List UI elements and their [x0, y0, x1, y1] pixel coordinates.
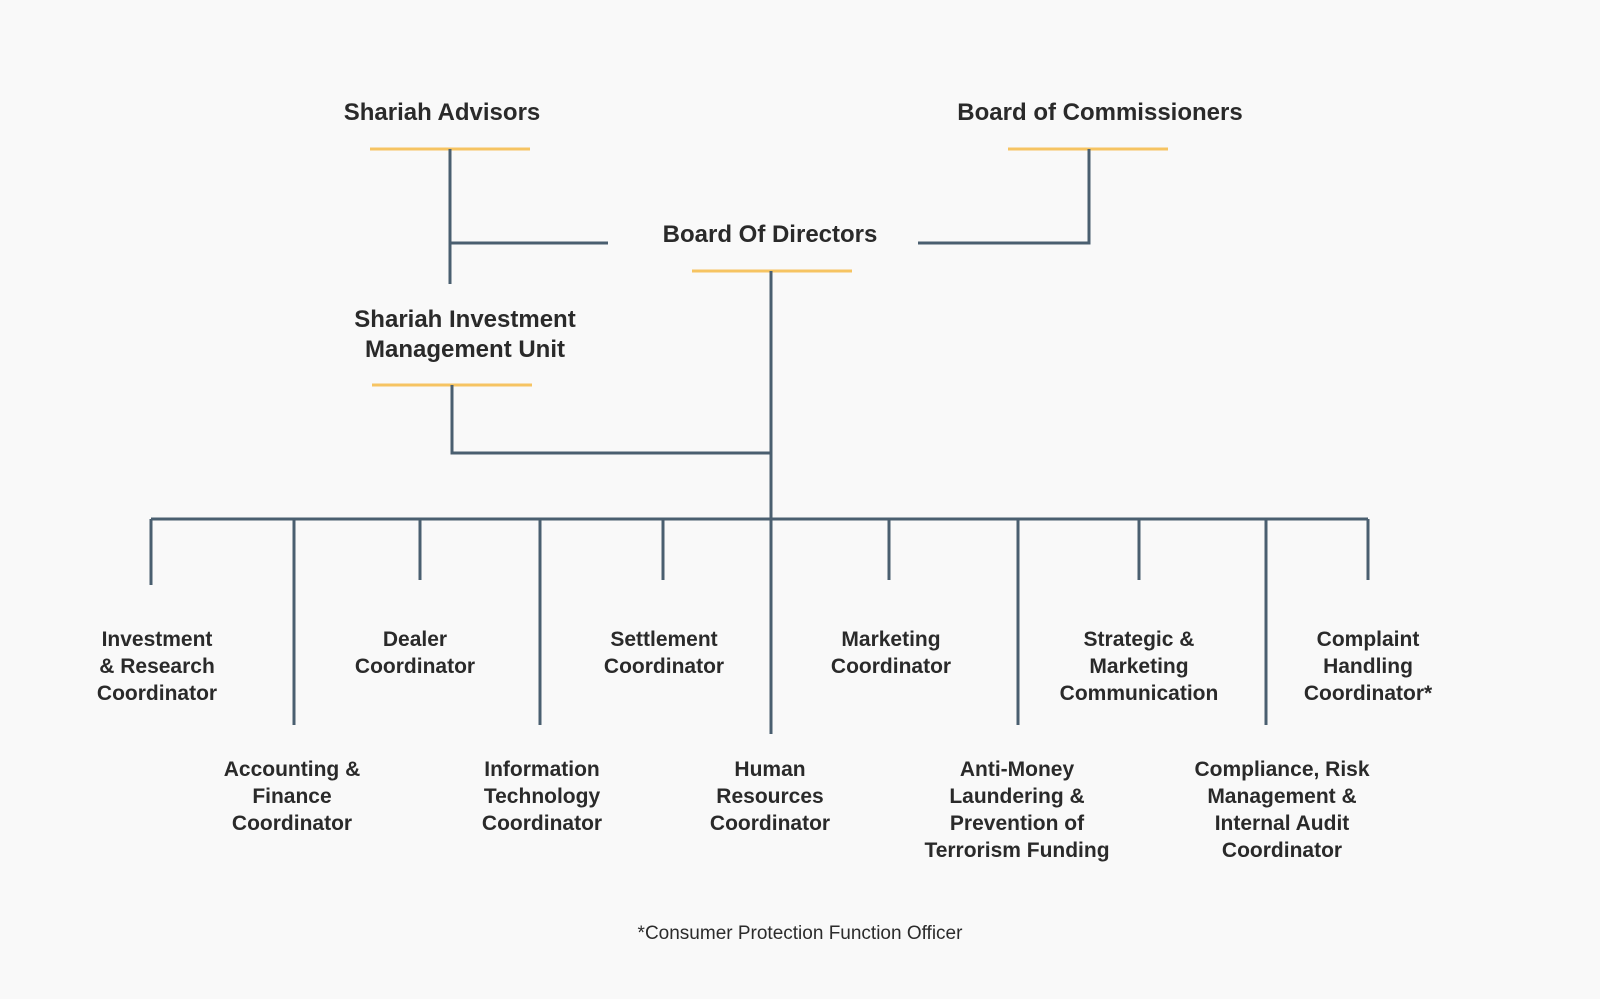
node-label-line: Settlement	[610, 628, 718, 651]
node-label-line: Coordinator	[830, 655, 952, 678]
node-board-of-commissioners: Board of Commissioners	[957, 98, 1242, 128]
connector-simu-to-trunk	[450, 385, 771, 455]
node-label-line: Coordinator	[603, 655, 725, 678]
node-label-line: Complaint	[1316, 628, 1420, 651]
node-label-line: Strategic &	[1083, 628, 1195, 651]
node-label-line: Laundering &	[949, 785, 1085, 808]
node-label-line: Coordinator*	[1303, 682, 1433, 705]
node-label-line: Board Of Directors	[662, 221, 878, 248]
node-label-line: Prevention of	[949, 812, 1085, 835]
node-label-line: Resources	[716, 785, 824, 808]
node-label-line: Communication	[1059, 682, 1219, 705]
node-label-line: Investment	[101, 628, 213, 651]
node-label-line: Anti-Money	[959, 758, 1075, 781]
node-label-line: Coordinator	[1221, 839, 1343, 862]
node-label-line: Management Unit	[364, 336, 565, 363]
node-label-line: Management &	[1207, 785, 1357, 808]
node-label-line: Shariah Advisors	[343, 99, 541, 126]
node-label-line: Marketing	[841, 628, 941, 651]
node-label-line: Coordinator	[231, 812, 353, 835]
node-label-line: Marketing	[1089, 655, 1189, 678]
node-label-line: Handling	[1323, 655, 1413, 678]
connector-lines	[149, 149, 1370, 734]
node-label-line: Terrorism Funding	[924, 839, 1110, 862]
node-shariah-advisors: Shariah Advisors	[344, 98, 541, 128]
node-label-line: Finance	[252, 785, 332, 808]
node-label-line: Dealer	[382, 628, 448, 651]
node-label-line: Accounting &	[223, 758, 361, 781]
node-board-of-directors: Board Of Directors	[663, 220, 878, 250]
node-label-line: & Research	[99, 655, 215, 678]
node-label-line: Technology	[483, 785, 601, 808]
node-label-line: Coordinator	[481, 812, 603, 835]
node-label-line: Shariah Investment	[354, 306, 576, 333]
footnote: *Consumer Protection Function Officer	[637, 923, 963, 944]
node-label-line: Coordinator	[96, 682, 218, 705]
node-label-line: Compliance, Risk	[1194, 758, 1370, 781]
node-label-line: Information	[484, 758, 600, 781]
node-label-line: Coordinator	[354, 655, 476, 678]
connector-boc-to-bod	[918, 149, 1091, 245]
node-label-line: Human	[734, 758, 806, 781]
node-label-line: Coordinator	[709, 812, 831, 835]
node-label-line: Internal Audit	[1214, 812, 1350, 835]
node-label-line: Board of Commissioners	[957, 99, 1243, 126]
